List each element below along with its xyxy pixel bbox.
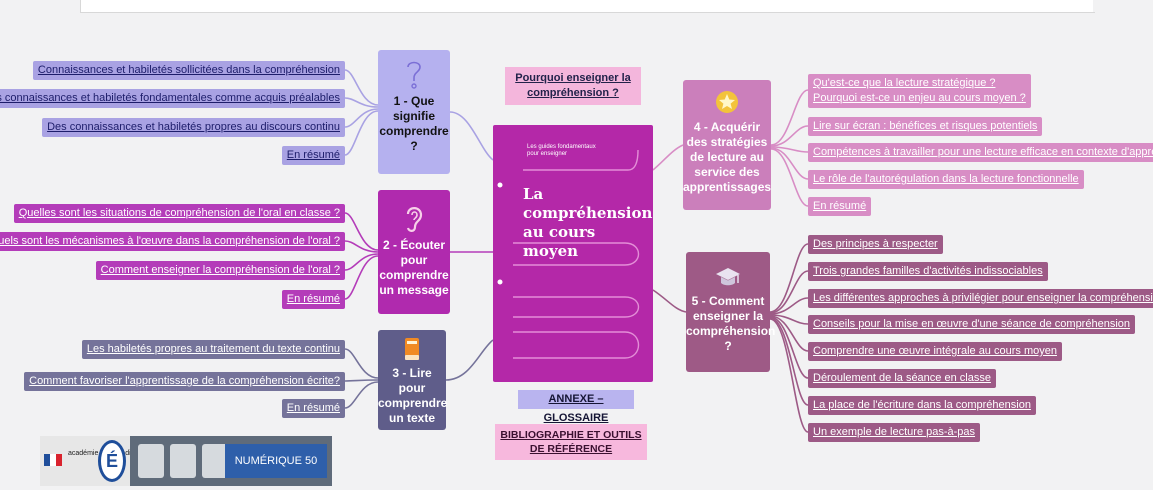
book-icon (405, 338, 419, 360)
b4-item-line1[interactable]: Qu'est-ce que la lecture stratégique ? (813, 77, 996, 89)
b4-item[interactable]: En résumé (808, 197, 872, 216)
branch-node-2[interactable]: 2 - Écouter pour comprendre un message (378, 190, 450, 314)
question-mark-icon (407, 61, 421, 89)
cover-title: La compréhension au cours moyen (523, 185, 653, 260)
b5-item[interactable]: La place de l'écriture dans la compréhen… (808, 396, 1036, 415)
branch-node-5[interactable]: 5 - Comment enseigner la compréhension ? (686, 252, 775, 372)
b4-item[interactable]: Qu'est-ce que la lecture stratégique ? P… (808, 74, 1031, 108)
cover-decoration (497, 149, 640, 359)
ear-icon (406, 207, 423, 232)
b2-item[interactable]: Quels sont les mécanismes à l'œuvre dans… (0, 232, 345, 251)
b4-item[interactable]: Lire sur écran : bénéfices et risques po… (808, 117, 1043, 136)
b3-item[interactable]: En résumé (281, 399, 345, 418)
branch-node-1[interactable]: 1 - Que signifie comprendre ? (378, 50, 450, 174)
b5-item[interactable]: Les différentes approches à privilégier … (808, 289, 1153, 308)
b1-item[interactable]: Des connaissances et habiletés fondament… (0, 89, 345, 108)
branch-title: 1 - Que signifie comprendre ? (379, 94, 449, 153)
branch-title: 3 - Lire pour comprendre un texte (378, 366, 448, 425)
bibliography-box[interactable]: BIBLIOGRAPHIE ET OUTILS DE RÉFÉRENCE (495, 424, 647, 460)
central-guide-cover[interactable]: Les guides fondamentaux pour enseigner L… (493, 125, 653, 382)
b1-item[interactable]: Connaissances et habiletés sollicitées d… (32, 61, 345, 80)
b1-item[interactable]: En résumé (281, 146, 345, 165)
b1-item[interactable]: Des connaissances et habiletés propres a… (42, 118, 345, 137)
b2-item[interactable]: En résumé (281, 290, 345, 309)
b4-item[interactable]: Compétences à travailler pour une lectur… (808, 143, 1153, 162)
b4-item[interactable]: Le rôle de l'autorégulation dans la lect… (808, 170, 1084, 189)
b5-item[interactable]: Trois grandes familles d'activités indis… (808, 262, 1048, 281)
branch-title: 5 - Comment enseigner la compréhension ? (686, 294, 776, 353)
academie-numerique-logo: académie Normandie É NUMÉRIQUE 50 (40, 436, 332, 486)
b2-item[interactable]: Quelles sont les situations de compréhen… (13, 204, 345, 223)
academie-letter: É (98, 440, 126, 482)
branch-title: 4 - Acquérir des stratégies de lecture a… (683, 120, 772, 194)
b3-item[interactable]: Comment favoriser l'apprentissage de la … (24, 372, 345, 391)
b4-item-line2[interactable]: Pourquoi est-ce un enjeu au cours moyen … (813, 92, 1026, 104)
top-gap (1093, 0, 1153, 12)
graduation-cap-icon (716, 268, 740, 286)
b5-item[interactable]: Comprendre une œuvre intégrale au cours … (808, 342, 1062, 361)
b5-item[interactable]: Déroulement de la séance en classe (808, 369, 996, 388)
branch-title: 2 - Écouter pour comprendre un message (379, 238, 449, 297)
b5-item[interactable]: Conseils pour la mise en œuvre d'une séa… (808, 315, 1135, 334)
branch-node-3[interactable]: 3 - Lire pour comprendre un texte (378, 330, 448, 430)
star-badge-icon (716, 91, 738, 113)
numerique-banner: NUMÉRIQUE 50 (225, 444, 327, 478)
cover-series-label: Les guides fondamentaux pour enseigner (527, 144, 596, 157)
b3-item[interactable]: Les habiletés propres au traitement du t… (81, 340, 345, 359)
b5-item[interactable]: Des principes à respecter (808, 235, 943, 254)
b5-item[interactable]: Un exemple de lecture pas-à-pas (808, 423, 981, 442)
b2-item[interactable]: Comment enseigner la compréhension de l'… (95, 261, 345, 280)
branch-node-4[interactable]: 4 - Acquérir des stratégies de lecture a… (683, 80, 771, 210)
why-teach-box[interactable]: Pourquoi enseigner la compréhension ? (505, 67, 641, 105)
french-flag-icon (44, 454, 62, 466)
annex-glossary-box[interactable]: ANNEXE – GLOSSAIRE (518, 390, 634, 424)
